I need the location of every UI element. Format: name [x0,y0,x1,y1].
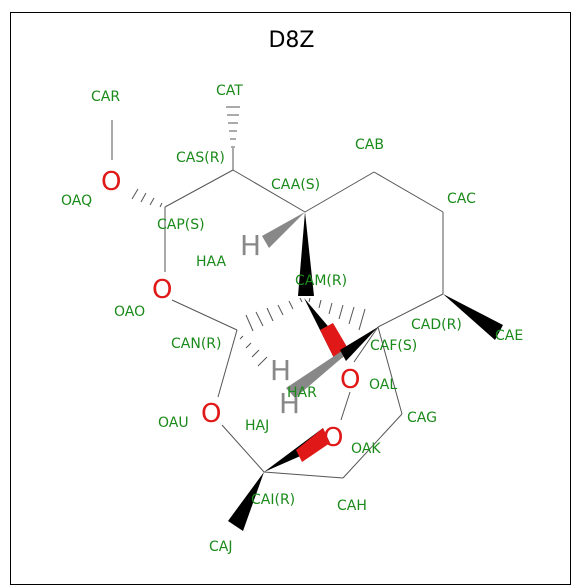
oxygen-atoms: O O O O O [101,167,360,453]
atom-label-cap: CAP(S) [157,217,205,233]
bond-cab-cac [373,171,444,213]
atom-label-cat: CAT [216,83,243,99]
bond-cas-caa [232,169,306,213]
hashed-bonds [131,106,366,367]
wedge-caf-haj-dark [340,327,378,361]
atom-label-caj: CAJ [209,539,232,555]
bonds [111,120,444,479]
bond-cas-cap [164,169,234,208]
atom-label-cas: CAS(R) [176,150,225,166]
atom-label-har: HAR [287,385,317,401]
hydrogen-har: H [270,354,291,387]
atom-label-cag: CAG [407,410,437,426]
bond-cah-cag [342,413,403,479]
oxygen-oao: O [152,275,172,305]
bond-cad-caf [377,293,444,328]
atom-label-cah: CAH [337,498,367,514]
atom-label-car: CAR [91,89,120,105]
wedge-cai-cak-red [296,428,330,462]
hydrogen-haa: H [240,229,261,262]
wedge-caa-haa [262,212,305,248]
oxygen-oaq: O [101,167,121,197]
wedge-caa-cam [298,212,314,296]
molecule-title: D8Z [268,28,315,53]
hydrogen-atoms: H H H [240,229,300,420]
oxygen-oal: O [340,365,360,395]
atom-label-cae: CAE [495,328,523,344]
atom-label-oaq: OAQ [61,193,92,209]
oxygen-oak: O [323,423,343,453]
atom-label-caa: CAA(S) [271,177,320,193]
atom-label-oal: OAL [369,377,397,393]
oxygen-oau: O [201,399,221,429]
atom-label-oak: OAK [351,441,381,457]
bond-oao-can [171,299,238,331]
atom-label-oau: OAU [158,415,189,431]
atom-labels: CAR CAT CAS(R) CAB CAA(S) CAC OAQ CAP(S)… [61,83,523,555]
atom-label-cam: CAM(R) [295,273,347,289]
atom-label-cab: CAB [355,137,384,153]
hydrogen-haj: H [279,387,300,420]
wedge-bonds [228,212,503,531]
wedge-cai-caj [228,472,264,531]
atom-label-caf: CAF(S) [370,338,417,354]
bond-cai-cah [263,471,344,479]
atom-label-cai: CAI(R) [251,492,295,508]
atom-label-can: CAN(R) [171,336,221,352]
atom-label-cac: CAC [447,191,476,207]
atom-label-cad: CAD(R) [411,317,462,333]
atom-label-haj: HAJ [245,418,269,434]
atom-label-haa: HAA [196,254,226,270]
atom-label-oao: OAO [114,304,145,320]
bond-oal-oak [340,391,351,421]
wedge-cad-cae [443,294,503,340]
bond-caf-oal [353,326,379,363]
bond-cag-caf [377,326,403,415]
bond-oau-cai [221,424,265,473]
bond-can-oau [217,329,238,398]
bond-caa-cab [304,171,375,213]
diagram-frame [10,12,571,585]
